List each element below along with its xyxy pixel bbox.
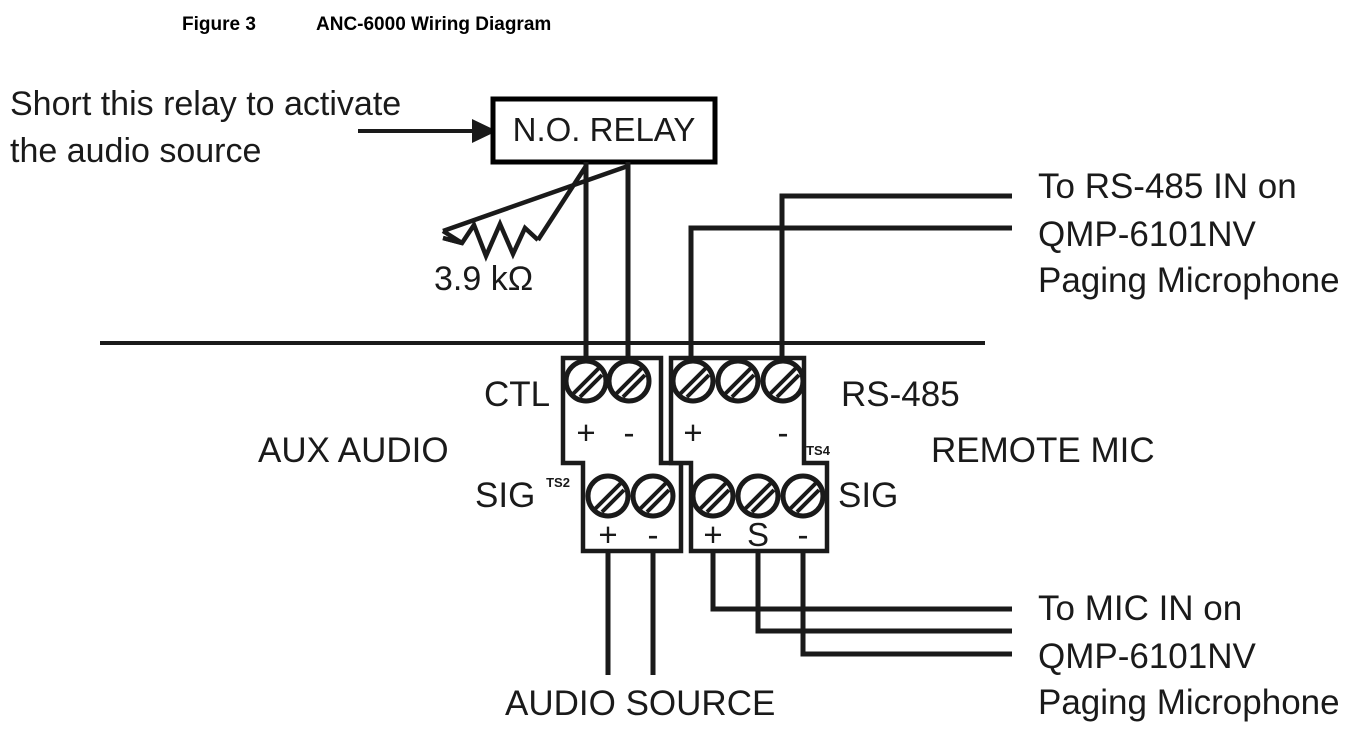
ts2-sig-plus-label: + — [598, 516, 617, 553]
resistor-symbol — [441, 163, 629, 262]
relay-pointer-arrow — [358, 119, 497, 143]
ts2-sig-plus-terminal — [585, 473, 631, 519]
relay-note-line-1: Short this relay to activate — [10, 85, 401, 123]
figure-title: ANC-6000 Wiring Diagram — [316, 14, 551, 35]
mic-sig-shield-wire — [755, 551, 1012, 634]
ts2-tag: TS2 — [546, 475, 570, 490]
no-relay-label: N.O. RELAY — [513, 111, 696, 148]
ts4-sig-plus-label: + — [703, 516, 722, 553]
aux-audio-label: AUX AUDIO — [258, 431, 449, 470]
audio-source-label: AUDIO SOURCE — [505, 684, 775, 723]
ctl-label: CTL — [484, 375, 550, 414]
ts4-sig-plus-terminal — [690, 473, 736, 519]
resistor-value-label: 3.9 kΩ — [434, 260, 533, 298]
aux-sig-label: SIG — [475, 476, 535, 515]
no-relay-box: N.O. RELAY — [490, 96, 718, 165]
mic-dest-line-1: To MIC IN on — [1038, 589, 1242, 628]
ts4-rs485-mid-terminal — [715, 358, 761, 404]
ctl-wire-group — [583, 162, 631, 358]
ts2-ctl-minus-label: - — [624, 414, 635, 451]
rs485-dest-line-1: To RS-485 IN on — [1038, 167, 1297, 206]
ts4-sig-minus-label: - — [798, 516, 809, 553]
ts2-sig-minus-label: - — [648, 516, 659, 553]
rs485-minus-wire — [779, 193, 1012, 358]
mic-sig-plus-wire — [710, 551, 1012, 612]
rs485-wire-group — [688, 193, 1012, 358]
ts4-sig-minus-terminal — [780, 473, 826, 519]
ts4-rs485-minus-label: - — [778, 414, 789, 451]
ts4-rs485-minus-terminal — [760, 358, 806, 404]
ts2-sig-minus-terminal — [630, 473, 676, 519]
rs485-plus-wire — [688, 225, 1012, 358]
mic-sig-minus-wire — [800, 551, 1012, 657]
ts4-sig-shield-label: S — [747, 516, 769, 553]
ts2-ctl-plus-label: + — [576, 414, 595, 451]
ts4-rs485-plus-label: + — [683, 414, 702, 451]
mic-in-wire-group — [710, 551, 1012, 657]
ts2-ctl-plus-terminal — [563, 358, 609, 404]
ts2-ctl-minus-terminal — [606, 358, 652, 404]
remote-mic-label: REMOTE MIC — [931, 431, 1155, 470]
mic-dest-line-2: QMP-6101NV — [1038, 637, 1257, 676]
rs485-label: RS-485 — [841, 375, 960, 414]
terminal-block-ts2: + - TS2 + - — [546, 355, 684, 554]
rs485-dest-line-3: Paging Microphone — [1038, 261, 1340, 300]
mic-dest-line-3: Paging Microphone — [1038, 683, 1340, 722]
rs485-dest-line-2: QMP-6101NV — [1038, 215, 1257, 254]
ts4-rs485-plus-terminal — [670, 358, 716, 404]
audio-source-wire-group — [605, 551, 656, 675]
mic-sig-label: SIG — [838, 476, 898, 515]
figure-number: Figure 3 — [182, 14, 256, 35]
ts4-tag: TS4 — [806, 443, 831, 458]
relay-note-line-2: the audio source — [10, 132, 261, 170]
terminal-block-ts4: + - TS4 + S - — [668, 355, 831, 554]
ts4-sig-shield-terminal — [735, 473, 781, 519]
